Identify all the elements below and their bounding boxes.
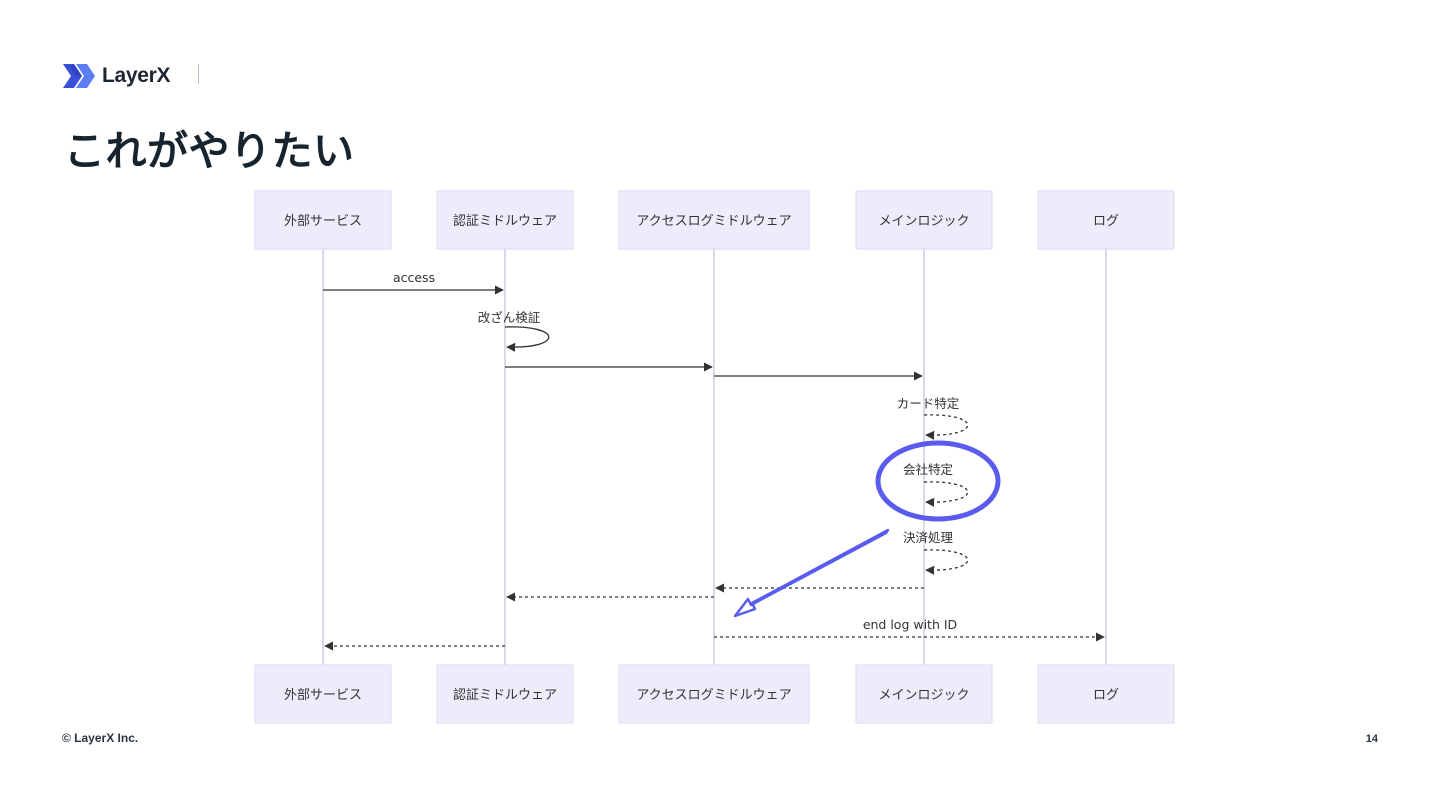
footer-copyright: © LayerX Inc.: [62, 731, 139, 745]
actor-label-top-0: 外部サービス: [284, 214, 362, 229]
actor-box-top-4: [1037, 190, 1175, 250]
actor-label-bottom-2: アクセスログミドルウェア: [636, 688, 791, 703]
actor-box-top-3: [855, 190, 993, 250]
actor-label-bottom-0: 外部サービス: [284, 688, 362, 703]
header-divider: [198, 64, 199, 84]
layerx-logo: LayerX: [62, 60, 171, 92]
actor-box-bottom-3: [855, 664, 993, 724]
logo-wordmark: LayerX: [102, 64, 171, 87]
actor-label-bottom-4: ログ: [1093, 688, 1119, 703]
message-label-9: end log with ID: [863, 617, 957, 632]
actor-label-bottom-3: メインロジック: [878, 688, 969, 703]
actor-box-top-0: [254, 190, 392, 250]
actor-box-top-2: [618, 190, 810, 250]
annotation-arrow: [733, 528, 890, 618]
message-arrow-6: [923, 549, 969, 575]
page-title: これがやりたい: [64, 127, 355, 175]
message-arrow-5: [923, 481, 969, 507]
layerx-logo-icon: [63, 64, 95, 88]
message-arrow-1: [504, 326, 550, 352]
message-arrow-4: [923, 414, 969, 440]
actor-box-top-1: [436, 190, 574, 250]
actor-box-bottom-2: [618, 664, 810, 724]
message-label-1: 改ざん検証: [478, 310, 541, 325]
message-label-4: カード特定: [897, 396, 960, 411]
actor-label-top-4: ログ: [1093, 214, 1119, 229]
message-label-6: 決済処理: [903, 530, 954, 545]
actor-label-top-1: 認証ミドルウェア: [453, 213, 557, 229]
actor-box-bottom-4: [1037, 664, 1175, 724]
actor-label-bottom-1: 認証ミドルウェア: [453, 687, 557, 703]
message-label-0: access: [393, 270, 435, 285]
message-label-5: 会社特定: [903, 462, 953, 477]
actor-label-top-3: メインロジック: [878, 214, 969, 229]
actor-box-bottom-0: [254, 664, 392, 724]
page-number: 14: [1365, 733, 1378, 745]
actor-box-bottom-1: [436, 664, 574, 724]
highlight-ellipse: [875, 440, 1001, 522]
actor-label-top-2: アクセスログミドルウェア: [636, 214, 791, 229]
